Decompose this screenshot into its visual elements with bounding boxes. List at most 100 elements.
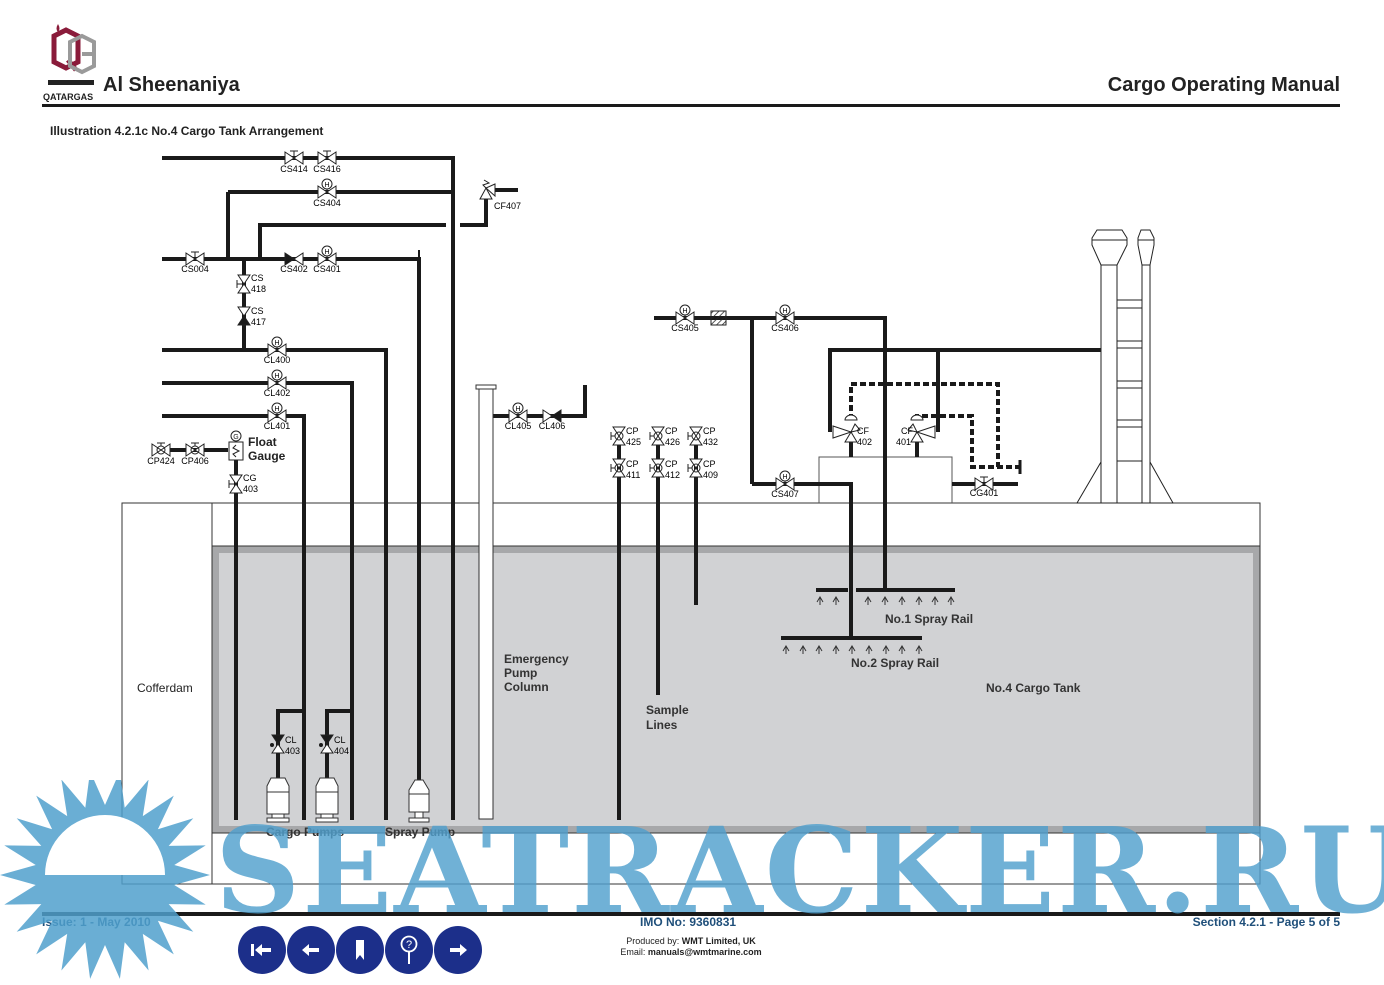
valve-label-cp409-2: 409 — [703, 470, 718, 480]
valve-cs414[interactable] — [284, 150, 304, 165]
valve-cs407[interactable]: H — [775, 470, 795, 491]
valve-label-cs402: CS402 — [280, 264, 308, 274]
valve-label-cs401: CS401 — [313, 264, 341, 274]
svg-text:?: ? — [406, 939, 412, 951]
hydraulic-symbol: H — [515, 406, 520, 413]
valve-cp411[interactable] — [610, 458, 626, 478]
spray-nozzle — [915, 645, 923, 654]
float-gauge: G — [228, 430, 244, 461]
valve-cs417[interactable] — [237, 306, 251, 326]
vent-mast — [1076, 229, 1174, 504]
valve-cs416[interactable] — [317, 150, 337, 165]
valve-cs004[interactable] — [185, 251, 205, 266]
valve-label-cp426-2: 426 — [665, 437, 680, 447]
valve-cf401[interactable] — [907, 414, 936, 443]
valve-cs406[interactable]: H — [775, 304, 795, 325]
imo-number: IMO No: 9360831 — [640, 915, 737, 929]
logo-text: QATARGAS — [43, 92, 93, 102]
valve-cl402[interactable]: H — [267, 369, 287, 390]
emergency-pump-label-1: Emergency — [504, 652, 569, 666]
valve-label-cs404: CS404 — [313, 198, 341, 208]
hydraulic-symbol: H — [324, 249, 329, 256]
produced-by: Produced by: WMT Limited, UK — [580, 936, 802, 946]
spray-nozzle — [799, 645, 807, 654]
valve-cl403[interactable] — [270, 734, 285, 754]
email-label: Email: — [620, 947, 648, 957]
valve-cf402[interactable] — [832, 414, 861, 443]
hydraulic-symbol: H — [274, 340, 279, 347]
float-gauge-label-2: Gauge — [248, 449, 286, 463]
help-button[interactable]: ? — [385, 926, 433, 974]
previous-page-button[interactable] — [287, 926, 335, 974]
email-value[interactable]: manuals@wmtmarine.com — [647, 947, 762, 957]
valve-label-cp412-2: 412 — [665, 470, 680, 480]
valve-cp424[interactable] — [151, 442, 171, 457]
cofferdam-label: Cofferdam — [137, 681, 193, 695]
valve-cl405[interactable]: H — [508, 402, 528, 423]
valve-cl401[interactable]: H — [267, 402, 287, 423]
spray-nozzles — [782, 596, 955, 654]
qatargas-logo-icon: QATARGAS — [43, 24, 96, 102]
valve-label-cg403-2: 403 — [243, 484, 258, 494]
valve-cs405[interactable]: H — [675, 304, 695, 325]
valve-cp406[interactable] — [185, 442, 205, 457]
hydraulic-symbol: H — [682, 308, 687, 315]
cargo-pumps-label: Cargo Pumps — [266, 825, 344, 839]
valve-cf407[interactable] — [479, 179, 496, 200]
arrow-right-icon — [450, 944, 467, 956]
header-divider — [42, 104, 1340, 107]
valve-cs401[interactable]: H — [317, 245, 337, 266]
first-page-button[interactable] — [238, 926, 286, 974]
next-page-button[interactable] — [434, 926, 482, 974]
valve-cg403[interactable] — [228, 474, 243, 494]
sample-lines-label-2: Lines — [646, 718, 678, 732]
illustration-title: Illustration 4.2.1c No.4 Cargo Tank Arra… — [50, 124, 324, 138]
issue-date: Issue: 1 - May 2010 — [42, 915, 151, 929]
valve-label-cl403-2: 403 — [285, 746, 300, 756]
cargo-tank-label: No.4 Cargo Tank — [986, 681, 1081, 695]
spray-nozzle — [832, 596, 840, 605]
valve-label-cp432-2: 432 — [703, 437, 718, 447]
valve-label-cs418-1: CS — [251, 273, 264, 283]
valve-label-cf407: CF407 — [494, 201, 521, 211]
valve-label-cs418-2: 418 — [251, 284, 266, 294]
valve-cp426[interactable] — [649, 426, 665, 446]
valve-label-cl401: CL401 — [264, 421, 291, 431]
valve-label-cl404-2: 404 — [334, 746, 349, 756]
first-page-icon — [251, 944, 271, 956]
valve-label-cp432-1: CP — [703, 426, 716, 436]
valve-cs402[interactable] — [284, 252, 304, 266]
valve-label-cl403-1: CL — [285, 735, 297, 745]
valve-label-cf401-1: CF — [901, 426, 913, 436]
bookmark-button[interactable] — [336, 926, 384, 974]
spray-nozzle — [882, 645, 890, 654]
valve-label-cs407: CS407 — [771, 489, 799, 499]
valve-cs404[interactable]: H — [317, 178, 337, 199]
valve-cp432[interactable] — [687, 426, 703, 446]
valve-label-cs417-2: 417 — [251, 317, 266, 327]
valve-cl406[interactable] — [542, 409, 562, 423]
spray-nozzle — [898, 596, 906, 605]
hydraulic-symbol: H — [274, 373, 279, 380]
cargo-pump-2 — [315, 777, 339, 823]
valve-label-cl404-1: CL — [334, 735, 346, 745]
valve-label-cp426-1: CP — [665, 426, 678, 436]
valve-cg401[interactable] — [974, 476, 994, 491]
emergency-pump-column — [475, 384, 497, 820]
valve-cp425[interactable] — [610, 426, 626, 446]
flame-screen — [710, 310, 727, 326]
spray-nozzle — [815, 645, 823, 654]
valve-cl400[interactable]: H — [267, 336, 287, 357]
valve-label-cs004: CS004 — [181, 264, 209, 274]
valve-label-cs406: CS406 — [771, 323, 799, 333]
spray-nozzle — [881, 596, 889, 605]
valve-cp412[interactable] — [649, 458, 665, 478]
spray-nozzle — [915, 596, 923, 605]
valve-cl404[interactable] — [319, 734, 334, 754]
valve-cs418[interactable] — [236, 274, 251, 294]
valve-label-cl406: CL406 — [539, 421, 566, 431]
qatargas-logo: QATARGAS — [40, 22, 98, 104]
valve-cp409[interactable] — [687, 458, 703, 478]
valve-label-cp406: CP406 — [181, 456, 209, 466]
